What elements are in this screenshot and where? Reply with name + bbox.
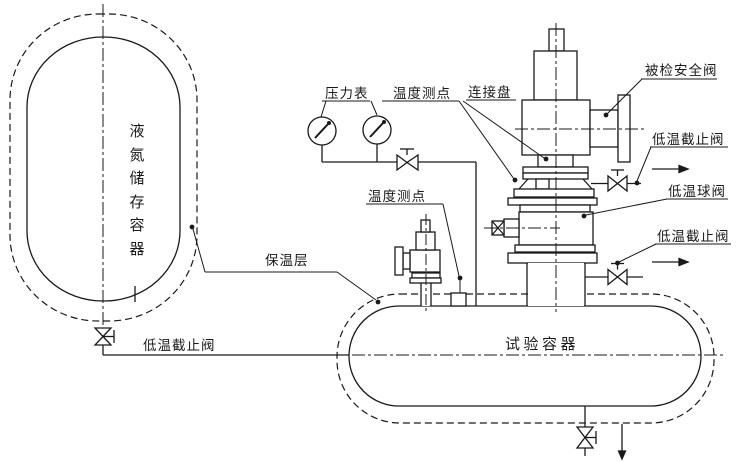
flow-arrow-lower bbox=[652, 257, 690, 267]
stop-valve-lower-symbol bbox=[585, 262, 643, 286]
blind-flange bbox=[491, 220, 505, 236]
ball-valve-shape bbox=[491, 204, 598, 264]
stop-valve-upper-symbol bbox=[591, 169, 641, 193]
connection-plate-shape bbox=[507, 188, 598, 206]
temp-point-upper-label: 温度测点 bbox=[393, 86, 451, 101]
test-vessel-outline bbox=[348, 305, 702, 407]
test-vessel-label: 试验容器 bbox=[505, 336, 580, 353]
pressure-gauge-2 bbox=[362, 115, 392, 162]
insulation-layer-label: 保温层 bbox=[265, 253, 309, 268]
cryo-stop-valve-upper-label: 低温截止阀 bbox=[652, 132, 725, 147]
tested-safety-valve-label: 被检安全阀 bbox=[645, 63, 718, 78]
stack-centerlines bbox=[484, 23, 645, 312]
label-leaders bbox=[189, 78, 731, 305]
connection-plate-label: 连接盘 bbox=[468, 85, 512, 100]
relief-valve-symbol bbox=[394, 214, 442, 311]
drain-flow-arrow bbox=[617, 424, 627, 461]
feed-stop-valve-symbol bbox=[93, 327, 115, 346]
gauge-pipe bbox=[418, 161, 477, 306]
cryo-stop-valve-lower-label: 低温截止阀 bbox=[657, 229, 730, 244]
temp-sensor-block bbox=[450, 292, 467, 307]
gauge-manifold-valve-symbol bbox=[322, 148, 419, 172]
safety-valve-under-test-shape bbox=[521, 28, 631, 163]
feed-pipe bbox=[102, 345, 352, 356]
cryo-ball-valve-label: 低温球阀 bbox=[668, 184, 726, 199]
flange-sensor-block bbox=[535, 178, 550, 190]
pressure-gauge-1 bbox=[307, 116, 337, 162]
storage-vessel-label: 液氮储存容器 bbox=[129, 123, 145, 258]
temp-point-lower-label: 温度测点 bbox=[368, 189, 426, 204]
pressure-gauge-label: 压力表 bbox=[325, 86, 369, 101]
cryo-stop-valve-feed-label: 低温截止阀 bbox=[143, 338, 216, 353]
flow-arrow-upper bbox=[652, 164, 690, 174]
drain-valve-symbol bbox=[575, 406, 597, 456]
test-vessel-insulation-outline bbox=[336, 293, 715, 424]
